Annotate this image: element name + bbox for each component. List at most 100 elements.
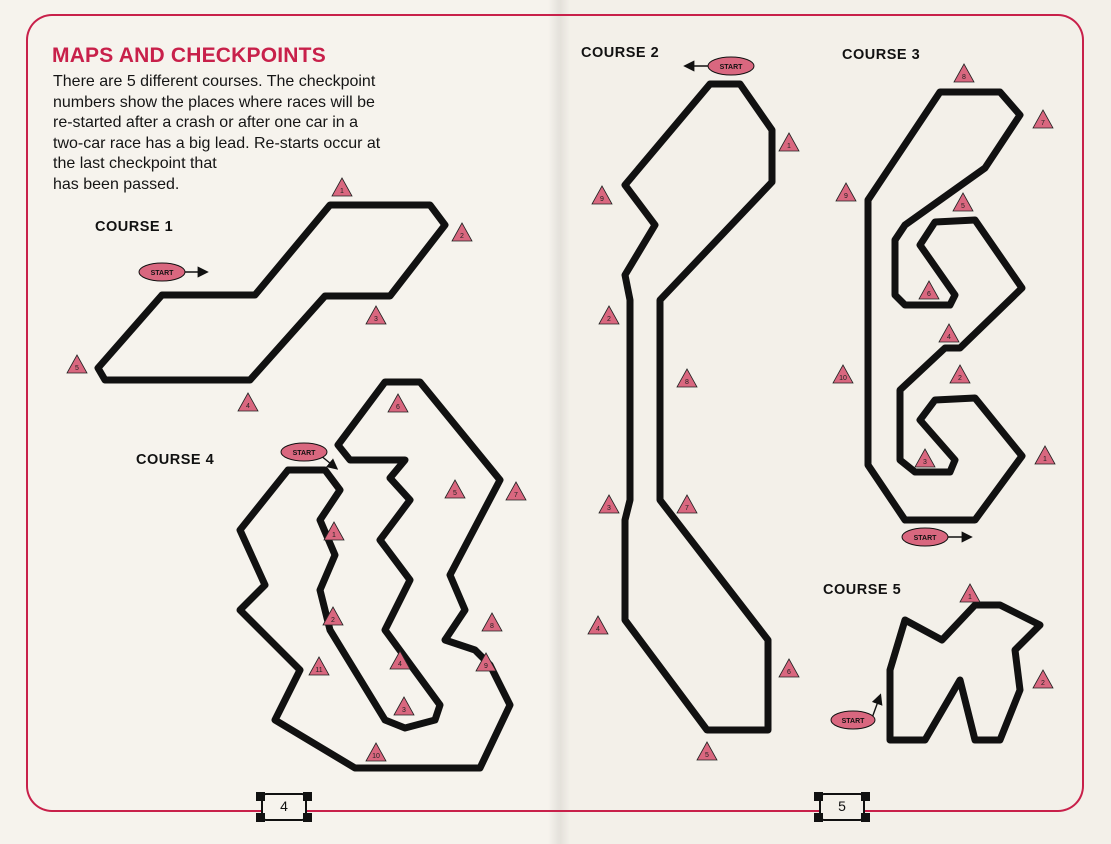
checkpoint-triangle-icon — [1034, 445, 1056, 465]
checkpoint-number: 1 — [340, 188, 344, 195]
page-number-5: 5 — [812, 788, 872, 826]
checkpoint-triangle-icon — [475, 652, 497, 672]
course-4-checkpoint-8: 8 — [481, 612, 503, 632]
course-5-start-arrow — [871, 693, 883, 719]
course-4-checkpoint-6: 6 — [387, 393, 409, 413]
checkpoint-number: 2 — [331, 617, 335, 624]
checkpoint-number: 9 — [484, 663, 488, 670]
checkpoint-triangle-icon — [389, 650, 411, 670]
checkpoint-triangle-icon — [393, 696, 415, 716]
course-2-checkpoint-4: 4 — [587, 615, 609, 635]
course-4-checkpoint-2: 2 — [322, 606, 344, 626]
checkpoint-triangle-icon — [444, 479, 466, 499]
course-3-checkpoint-8: 8 — [953, 63, 975, 83]
checkpoint-triangle-icon — [308, 656, 330, 676]
course-5-track — [886, 601, 1044, 744]
checkpoint-number: 8 — [962, 74, 966, 81]
checkpoint-triangle-icon — [591, 185, 613, 205]
course-2-checkpoint-7: 7 — [676, 494, 698, 514]
course-3-checkpoint-10: 10 — [832, 364, 854, 384]
checkpoint-number: 2 — [460, 233, 464, 240]
intro-line: the last checkpoint that — [53, 155, 217, 172]
course-3-label: COURSE 3 — [842, 47, 921, 63]
checkpoint-number: 9 — [844, 193, 848, 200]
checkpoint-triangle-icon — [1032, 669, 1054, 689]
course-3-track — [864, 88, 1026, 524]
course-4-checkpoint-11: 11 — [308, 656, 330, 676]
course-2-checkpoint-9: 9 — [591, 185, 613, 205]
course-1-checkpoint-2: 2 — [451, 222, 473, 242]
course-2-checkpoint-6: 6 — [778, 658, 800, 678]
course-1-checkpoint-4: 4 — [237, 392, 259, 412]
course-3-checkpoint-7: 7 — [1032, 109, 1054, 129]
checkpoint-number: 3 — [607, 505, 611, 512]
course-5-label: COURSE 5 — [823, 582, 902, 598]
checkpoint-triangle-icon — [953, 63, 975, 83]
course-2-checkpoint-2: 2 — [598, 305, 620, 325]
checkpoint-triangle-icon — [938, 323, 960, 343]
course-5-start-marker: START — [830, 710, 876, 730]
checkpoint-number: 3 — [923, 459, 927, 466]
checkpoint-triangle-icon — [481, 612, 503, 632]
checkpoint-number: 7 — [685, 505, 689, 512]
course-3-checkpoint-4: 4 — [938, 323, 960, 343]
course-2-checkpoint-8: 8 — [676, 368, 698, 388]
course-2-start-label: START — [720, 64, 744, 71]
checkpoint-number: 5 — [453, 490, 457, 497]
course-5-checkpoint-1: 1 — [959, 583, 981, 603]
course-4-label: COURSE 4 — [136, 452, 215, 468]
checkpoint-number: 2 — [1041, 680, 1045, 687]
checkpoint-number: 5 — [705, 752, 709, 759]
checkpoint-number: 9 — [600, 196, 604, 203]
checkpoint-number: 7 — [514, 492, 518, 499]
checkpoint-number: 7 — [1041, 120, 1045, 127]
course-1-start-label: START — [151, 270, 175, 277]
checkpoint-triangle-icon — [696, 741, 718, 761]
course-2-checkpoint-5: 5 — [696, 741, 718, 761]
checkpoint-number: 4 — [947, 334, 951, 341]
checkpoint-number: 4 — [246, 403, 250, 410]
intro-line: two-car race has a big lead. Re-starts o… — [53, 134, 381, 152]
course-4-start-marker: START — [280, 442, 328, 462]
checkpoint-number: 1 — [968, 594, 972, 601]
course-3-checkpoint-6: 6 — [918, 280, 940, 300]
checkpoint-triangle-icon — [587, 615, 609, 635]
checkpoint-triangle-icon — [1032, 109, 1054, 129]
course-2-start-marker: START — [707, 56, 755, 76]
checkpoint-triangle-icon — [778, 132, 800, 152]
course-2-track — [621, 80, 776, 734]
checkpoint-triangle-icon — [959, 583, 981, 603]
checkpoint-triangle-icon — [832, 364, 854, 384]
checkpoint-number: 8 — [685, 379, 689, 386]
checkpoint-number: 10 — [839, 375, 847, 382]
checkpoint-number: 3 — [374, 316, 378, 323]
right-page — [560, 0, 1111, 844]
section-heading: MAPS AND CHECKPOINTS — [52, 44, 326, 67]
checkpoint-triangle-icon — [676, 494, 698, 514]
checkpoint-triangle-icon — [778, 658, 800, 678]
checkpoint-number: 2 — [958, 375, 962, 382]
checkpoint-number: 2 — [607, 316, 611, 323]
checkpoint-triangle-icon — [598, 305, 620, 325]
course-4-checkpoint-3: 3 — [393, 696, 415, 716]
race-car-icon — [814, 792, 870, 822]
course-4-checkpoint-4: 4 — [389, 650, 411, 670]
checkpoint-triangle-icon — [365, 742, 387, 762]
checkpoint-number: 1 — [787, 143, 791, 150]
checkpoint-triangle-icon — [322, 606, 344, 626]
course-3-checkpoint-9: 9 — [835, 182, 857, 202]
checkpoint-triangle-icon — [835, 182, 857, 202]
page-number-label: 4 — [280, 798, 288, 814]
course-3-checkpoint-5: 5 — [952, 192, 974, 212]
course-3-checkpoint-2: 2 — [949, 364, 971, 384]
race-car-icon — [256, 792, 312, 822]
checkpoint-number: 8 — [490, 623, 494, 630]
checkpoint-triangle-icon — [949, 364, 971, 384]
intro-line: re-started after a crash or after one ca… — [53, 114, 359, 131]
checkpoint-number: 6 — [927, 291, 931, 298]
checkpoint-number: 4 — [398, 661, 402, 668]
checkpoint-number: 1 — [332, 532, 336, 539]
checkpoint-triangle-icon — [237, 392, 259, 412]
